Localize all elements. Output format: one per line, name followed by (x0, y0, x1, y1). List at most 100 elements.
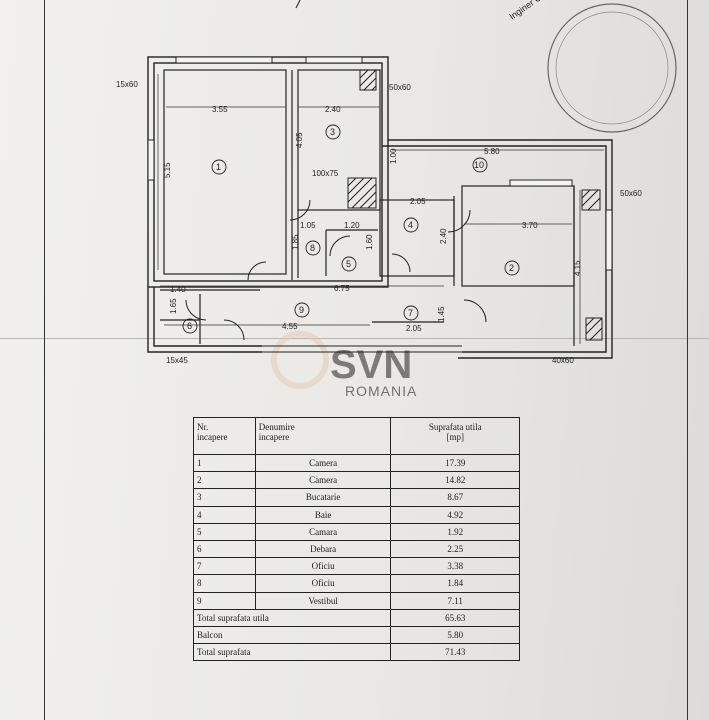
dim-1.05: 1.05 (300, 221, 316, 230)
vent-label-3: 100x75 (312, 169, 339, 178)
room-number-9: 9 (299, 305, 304, 315)
room-number-1: 1 (216, 162, 221, 172)
header-nr-2: incapere (197, 432, 228, 442)
row-area: 7.11 (390, 591, 520, 610)
dim-1.85: 1.85 (291, 234, 300, 250)
dim-1.00: 1.00 (389, 148, 398, 164)
dim-3.70: 3.70 (522, 221, 538, 230)
row-area: 8.67 (390, 488, 520, 507)
total-value: 71.43 (390, 643, 520, 662)
vent-label-5: 15x45 (166, 356, 188, 365)
row-nr: 5 (193, 522, 256, 541)
total-value: 5.80 (390, 625, 520, 645)
row-nr: 7 (193, 557, 256, 576)
dim-2.40: 2.40 (325, 105, 341, 114)
engineer-stamp: Inginer CAL (507, 0, 677, 133)
row-name: Camera (254, 453, 392, 473)
vent-label-2: 50x60 (389, 83, 411, 92)
dim-6.75: 6.75 (334, 284, 350, 293)
room-number-3: 3 (330, 127, 335, 137)
row-nr: 3 (193, 488, 256, 507)
row-nr: 4 (193, 505, 256, 524)
room-number-6: 6 (187, 321, 192, 331)
dim-2.05-b: 2.05 (406, 324, 422, 333)
room-number-10: 10 (474, 160, 484, 170)
dim-3.55: 3.55 (212, 105, 228, 114)
total-label: Balcon (192, 625, 392, 645)
total-value: 65.63 (390, 608, 520, 627)
row-name: Camera (254, 471, 392, 490)
row-area: 17.39 (390, 453, 520, 473)
dim-5.80: 5.80 (484, 147, 500, 156)
row-name: Vestibul (254, 591, 392, 610)
room-number-8: 8 (310, 243, 315, 253)
room-number-7: 7 (408, 308, 413, 318)
row-nr: 2 (193, 471, 256, 490)
row-area: 3.38 (390, 557, 520, 576)
dim-1.60: 1.60 (365, 234, 374, 250)
row-area: 1.92 (390, 522, 520, 541)
dim-1.20: 1.20 (344, 221, 360, 230)
vent-label-4: 50x60 (620, 189, 642, 198)
row-nr: 8 (193, 574, 256, 593)
row-nr: 6 (193, 539, 256, 559)
watermark-logo: SVN (330, 343, 412, 387)
row-area: 2.25 (390, 539, 520, 559)
header-nr: Nr. (197, 422, 209, 432)
header-name-2: incapere (258, 432, 290, 442)
vent-label-1: 15x60 (116, 80, 138, 89)
header-area: Suprafata utila (428, 422, 482, 432)
dim-2.40-b: 2.40 (439, 228, 448, 244)
ventilation-shafts (347, 69, 603, 341)
row-name: Baie (254, 505, 392, 524)
row-name: Oficiu (254, 557, 392, 576)
row-area: 4.92 (390, 505, 520, 524)
vent-labels: 15x60 50x60 100x75 50x60 15x45 40x60 (116, 80, 642, 365)
windows (147, 56, 613, 271)
row-name: Bucatarie (254, 488, 392, 507)
row-area: 1.84 (390, 574, 520, 593)
frame-border-left (44, 0, 45, 720)
dim-1.40: 1.40 (170, 285, 186, 294)
frame-border-right (687, 0, 688, 720)
dim-4.15: 4.15 (573, 260, 582, 276)
dim-1.45: 1.45 (437, 306, 446, 322)
row-area: 14.82 (390, 471, 520, 490)
total-label: Total suprafata utila (192, 608, 392, 627)
room-number-2: 2 (509, 263, 514, 273)
room-number-5: 5 (346, 259, 351, 269)
row-nr: 1 (193, 453, 256, 473)
paper-fold-line (0, 338, 709, 339)
row-nr: 9 (193, 591, 256, 610)
room-numbers: 1 2 3 4 5 6 7 8 9 10 (187, 127, 514, 331)
dim-4.05: 4.05 (295, 132, 304, 148)
dim-4.55: 4.55 (282, 322, 298, 331)
row-name: Debara (254, 539, 392, 559)
row-name: Oficiu (254, 574, 392, 593)
dim-2.05: 2.05 (410, 197, 426, 206)
vent-label-6: 40x60 (552, 356, 574, 365)
door-swings (185, 199, 487, 341)
header-area-unit: [mp] (446, 432, 464, 442)
header-name: Denumire (258, 422, 295, 432)
stamp-text: Inginer CAL (507, 0, 552, 22)
dimension-labels: 3.55 2.40 5.80 3.70 5.15 4.05 1.00 1.05 … (163, 105, 582, 333)
room-number-4: 4 (408, 220, 413, 230)
room-markers (182, 124, 520, 334)
row-name: Camara (254, 522, 392, 541)
